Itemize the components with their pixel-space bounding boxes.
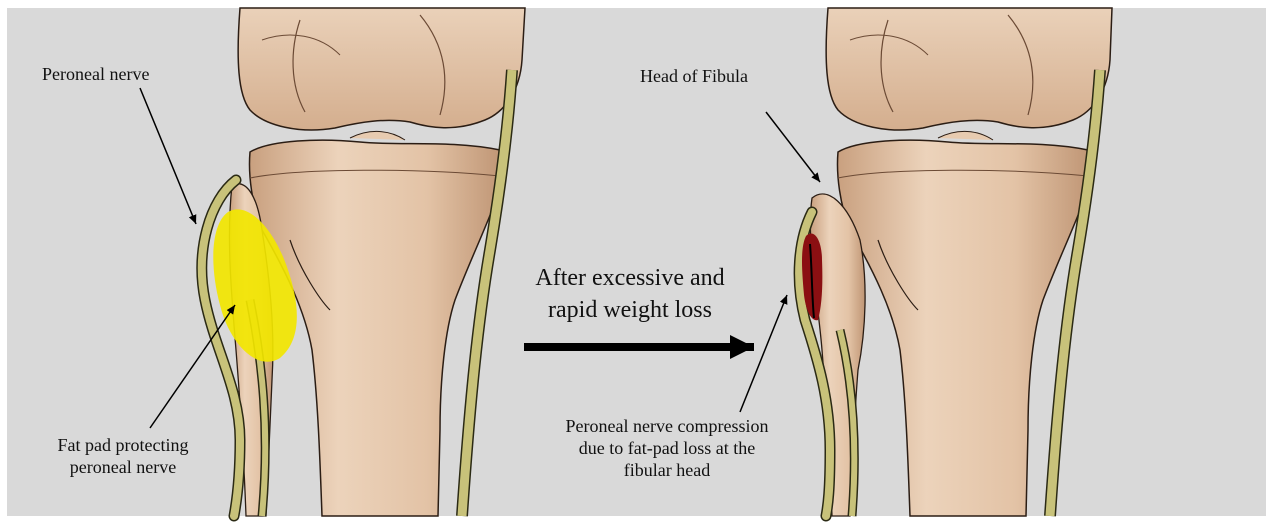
fat-pad-label-line1: Fat pad protecting [28, 435, 218, 457]
compression-label: Peroneal nerve compression due to fat-pa… [522, 416, 812, 482]
process-label-line2: rapid weight loss [505, 294, 755, 326]
fat-pad-label-line2: peroneal nerve [28, 457, 218, 479]
compression-label-line2: due to fat-pad loss at the [522, 438, 812, 460]
left-femur [238, 8, 525, 130]
compression-label-line3: fibular head [522, 460, 812, 482]
left-knee [202, 8, 525, 516]
fat-pad-label: Fat pad protecting peroneal nerve [28, 435, 218, 479]
right-knee [799, 8, 1112, 516]
process-label-line1: After excessive and [505, 262, 755, 294]
right-femur [826, 8, 1112, 130]
peroneal-nerve-pointer [140, 88, 196, 224]
peroneal-nerve-label: Peroneal nerve [42, 64, 149, 86]
compression-label-line1: Peroneal nerve compression [522, 416, 812, 438]
process-label: After excessive and rapid weight loss [505, 262, 755, 327]
head-of-fibula-pointer [766, 112, 820, 182]
head-of-fibula-label: Head of Fibula [640, 66, 748, 88]
